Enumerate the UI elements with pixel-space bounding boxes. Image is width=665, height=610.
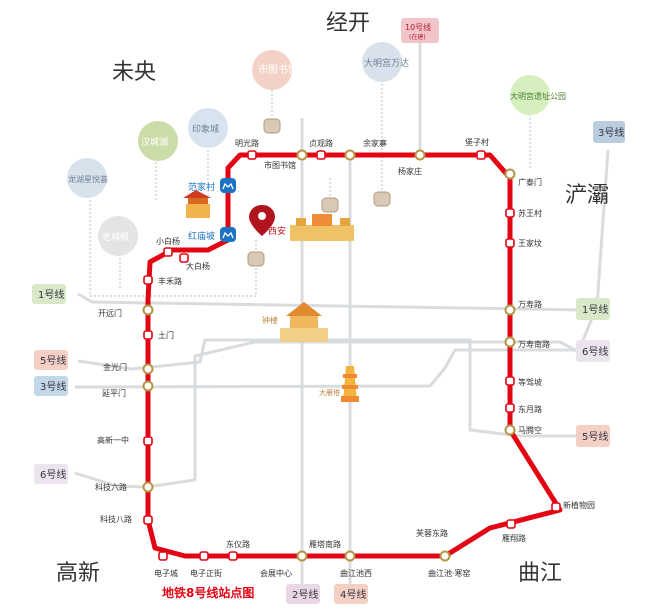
svg-text:电子城: 电子城 bbox=[154, 568, 178, 578]
svg-text:雁塔南路: 雁塔南路 bbox=[309, 539, 341, 549]
svg-text:土门: 土门 bbox=[158, 330, 174, 340]
yinxiang-bubble: 印象城 bbox=[188, 108, 228, 148]
location-pin-icon bbox=[249, 205, 275, 236]
gate-icon bbox=[290, 214, 354, 241]
svg-text:金光门: 金光门 bbox=[103, 362, 127, 372]
svg-text:王家坟: 王家坟 bbox=[518, 238, 542, 248]
svg-text:延平门: 延平门 bbox=[102, 388, 126, 398]
transfer-stations bbox=[142, 149, 516, 562]
svg-text:6号线: 6号线 bbox=[40, 468, 66, 481]
svg-text:6号线: 6号线 bbox=[582, 345, 608, 358]
daming-park-bubble: 大明宫遗址公园 bbox=[510, 75, 566, 115]
svg-text:苏王村: 苏王村 bbox=[518, 208, 542, 218]
svg-text:3号线: 3号线 bbox=[40, 380, 66, 393]
daming-wanda-bubble: 大明宫万达 bbox=[362, 42, 409, 82]
svg-text:大白杨: 大白杨 bbox=[186, 261, 210, 271]
svg-text:堡子村: 堡子村 bbox=[465, 137, 489, 147]
svg-text:范家村: 范家村 bbox=[188, 181, 215, 193]
map-title: 地铁8号线站点图 bbox=[162, 585, 254, 600]
svg-text:东仪路: 东仪路 bbox=[226, 539, 250, 549]
station-names: 明光路 贞观路 余家寨 杨家庄 堡子村 广泰门 苏王村 王家坟 万寿路 万寿南路… bbox=[95, 137, 595, 578]
svg-text:万寿路: 万寿路 bbox=[518, 299, 542, 309]
svg-text:市图书馆: 市图书馆 bbox=[264, 160, 296, 170]
svg-text:3号线: 3号线 bbox=[598, 126, 624, 139]
svg-text:老城根: 老城根 bbox=[102, 231, 129, 243]
district-labels: 经开 未央 浐灞 高新 曲江 bbox=[56, 11, 609, 586]
svg-text:广泰门: 广泰门 bbox=[518, 177, 542, 187]
svg-text:曲江: 曲江 bbox=[518, 561, 562, 586]
svg-text:浐灞: 浐灞 bbox=[565, 183, 609, 208]
fanjiacun-marker bbox=[220, 178, 236, 193]
library-bubble: 市图书馆 bbox=[252, 50, 298, 90]
svg-text:未央: 未央 bbox=[112, 60, 156, 85]
svg-text:会展中心: 会展中心 bbox=[260, 568, 292, 578]
svg-text:红庙坡: 红庙坡 bbox=[188, 230, 215, 242]
pagoda-icon bbox=[341, 366, 359, 402]
svg-text:马腾空: 马腾空 bbox=[518, 425, 542, 435]
svg-text:10号线: 10号线 bbox=[405, 22, 431, 32]
pagoda-label: 大雁塔 bbox=[319, 388, 340, 397]
svg-text:开远门: 开远门 bbox=[98, 308, 122, 318]
laochenggen-bubble: 老城根 bbox=[98, 216, 138, 256]
svg-text:5号线: 5号线 bbox=[582, 430, 608, 443]
svg-text:雁翔路: 雁翔路 bbox=[502, 533, 526, 543]
svg-text:市图书馆: 市图书馆 bbox=[258, 63, 298, 76]
svg-text:丰禾路: 丰禾路 bbox=[158, 276, 182, 286]
poi-bubbles: 市图书馆 大明宫万达 大明宫遗址公园 汉城湖 印象城 龙湖星悦荟 老城根 bbox=[67, 42, 566, 256]
mall-icons bbox=[247, 118, 391, 267]
svg-text:2号线: 2号线 bbox=[292, 588, 318, 601]
brand-label: 西安 bbox=[268, 225, 286, 237]
svg-text:电子正街: 电子正街 bbox=[190, 568, 222, 578]
line-5 bbox=[77, 338, 579, 438]
line-6 bbox=[74, 340, 580, 489]
svg-text:曲江池西: 曲江池西 bbox=[340, 568, 372, 578]
svg-text:(在建): (在建) bbox=[409, 33, 426, 41]
poi-connectors bbox=[89, 80, 531, 297]
svg-text:贞观路: 贞观路 bbox=[309, 138, 333, 148]
svg-text:龙湖星悦荟: 龙湖星悦荟 bbox=[68, 174, 108, 184]
svg-text:印象城: 印象城 bbox=[192, 123, 219, 135]
svg-text:大明宫遗址公园: 大明宫遗址公园 bbox=[510, 91, 566, 101]
transfer-labels: 3号线 1号线 1号线 5号线 3号线 6号线 5号线 6号线 2号线 4号线 bbox=[32, 121, 625, 604]
bell-tower-icon bbox=[280, 302, 328, 342]
svg-text:明光路: 明光路 bbox=[235, 138, 259, 148]
regular-stations bbox=[143, 150, 561, 561]
svg-text:余家寨: 余家寨 bbox=[363, 138, 387, 148]
longhu-bubble: 龙湖星悦荟 bbox=[67, 158, 108, 198]
hongmiaopo-marker bbox=[220, 227, 236, 242]
svg-text:汉城湖: 汉城湖 bbox=[141, 137, 168, 148]
svg-text:大明宫万达: 大明宫万达 bbox=[364, 57, 409, 69]
svg-text:科技八路: 科技八路 bbox=[100, 514, 132, 524]
svg-text:小白杨: 小白杨 bbox=[156, 236, 180, 246]
bell-tower-label: 钟楼 bbox=[262, 315, 278, 325]
svg-text:东月路: 东月路 bbox=[518, 404, 542, 414]
svg-text:科技六路: 科技六路 bbox=[95, 482, 127, 492]
line-10-label: 10号线 (在建) bbox=[401, 18, 439, 43]
svg-text:4号线: 4号线 bbox=[340, 588, 366, 601]
svg-text:高新一中: 高新一中 bbox=[97, 435, 129, 445]
svg-text:曲江池·寒窑: 曲江池·寒窑 bbox=[428, 568, 471, 578]
svg-text:杨家庄: 杨家庄 bbox=[398, 166, 422, 176]
svg-text:5号线: 5号线 bbox=[40, 354, 66, 367]
line-1 bbox=[77, 292, 587, 312]
svg-text:等驾坡: 等驾坡 bbox=[518, 377, 542, 387]
svg-text:1号线: 1号线 bbox=[582, 303, 608, 316]
svg-text:万寿南路: 万寿南路 bbox=[518, 339, 550, 349]
hancheng-bubble: 汉城湖 bbox=[138, 121, 178, 161]
svg-text:1号线: 1号线 bbox=[38, 288, 64, 301]
svg-text:高新: 高新 bbox=[56, 561, 100, 586]
palace-icon bbox=[183, 190, 211, 218]
svg-text:新植物园: 新植物园 bbox=[563, 500, 595, 510]
svg-text:芙蓉东路: 芙蓉东路 bbox=[416, 528, 448, 538]
svg-text:经开: 经开 bbox=[326, 11, 370, 36]
